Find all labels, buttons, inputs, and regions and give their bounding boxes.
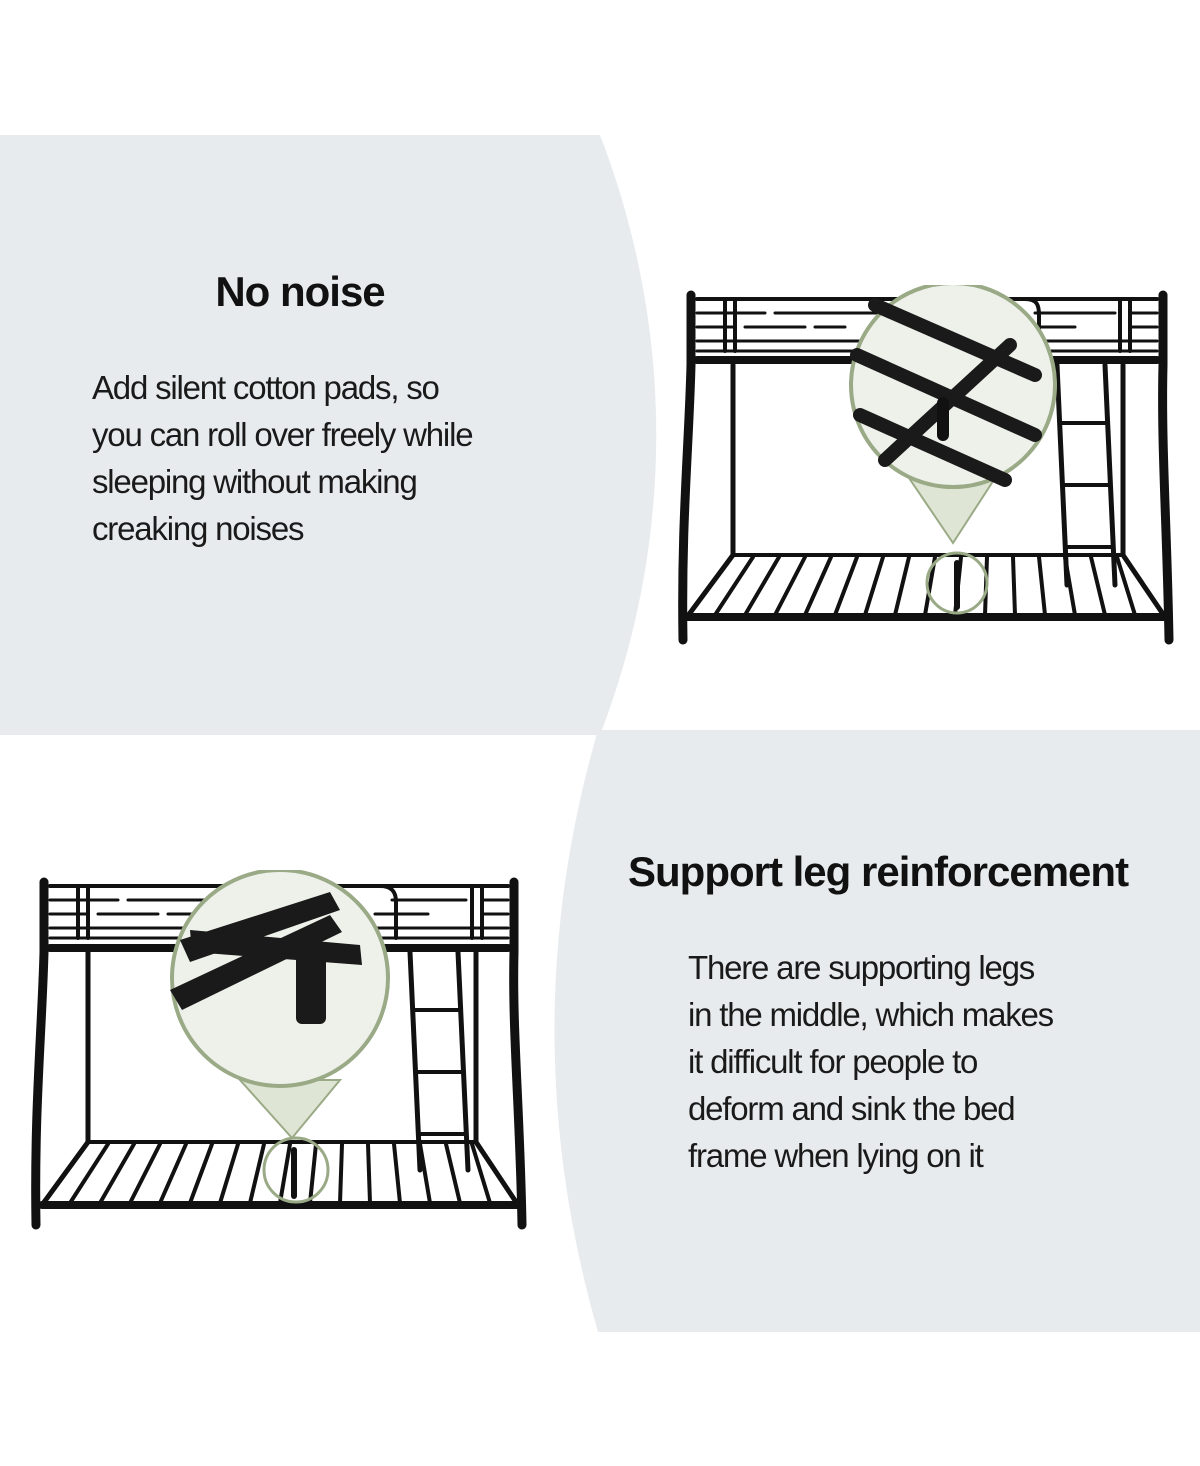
top-left-panel bbox=[0, 135, 657, 735]
description-line: There are supporting legs bbox=[688, 949, 1035, 986]
feature-description-no-noise: Add silent cotton pads, so you can roll … bbox=[92, 364, 474, 552]
feature-description-support-leg: There are supporting legs in the middle,… bbox=[688, 944, 1054, 1179]
description-line: frame when lying on it bbox=[688, 1137, 984, 1174]
description-line: deform and sink the bed bbox=[688, 1090, 1016, 1127]
description-line: in the middle, which makes bbox=[688, 996, 1054, 1033]
description-line: it difficult for people to bbox=[688, 1043, 978, 1080]
bunk-bed-illustration-bottom bbox=[31, 870, 527, 1230]
bottom-right-panel bbox=[554, 730, 1200, 1332]
feature-title-support-leg: Support leg reinforcement bbox=[628, 848, 1129, 895]
feature-title-no-noise: No noise bbox=[215, 268, 385, 315]
bunk-bed-illustration-top bbox=[678, 285, 1174, 645]
description-line: sleeping without making bbox=[92, 463, 418, 500]
description-line: you can roll over freely while bbox=[92, 416, 474, 453]
description-line: creaking noises bbox=[92, 510, 304, 547]
description-line: Add silent cotton pads, so bbox=[92, 369, 440, 406]
